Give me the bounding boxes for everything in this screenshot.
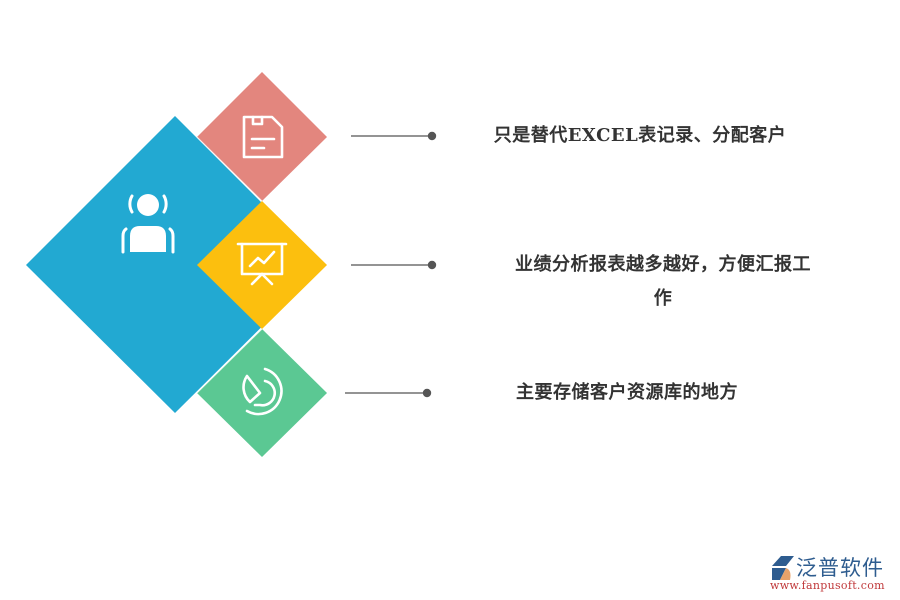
connector-3 (345, 388, 432, 398)
watermark-url: www.fanpusoft.com (770, 579, 885, 592)
floppy-disk-icon (242, 115, 284, 159)
user-broadcast-icon (121, 194, 175, 254)
item-3-text: 主要存储客户资源库的地方 (516, 382, 738, 403)
item-2-text: 业绩分析报表越多越好，方便汇报工 作 (515, 254, 811, 309)
fanpu-logo-icon (772, 556, 794, 580)
connector-2 (351, 260, 437, 270)
connector-1 (351, 131, 437, 141)
item-1-text: 只是替代EXCEL表记录、分配客户 (493, 125, 787, 146)
presentation-chart-icon (236, 242, 288, 286)
watermark-title: 泛普软件 (796, 556, 884, 580)
item-2-diamond (197, 201, 327, 329)
pie-chart-icon (242, 367, 283, 416)
watermark: 泛普软件 www.fanpusoft.com (768, 552, 893, 597)
main-diamond (26, 116, 324, 413)
